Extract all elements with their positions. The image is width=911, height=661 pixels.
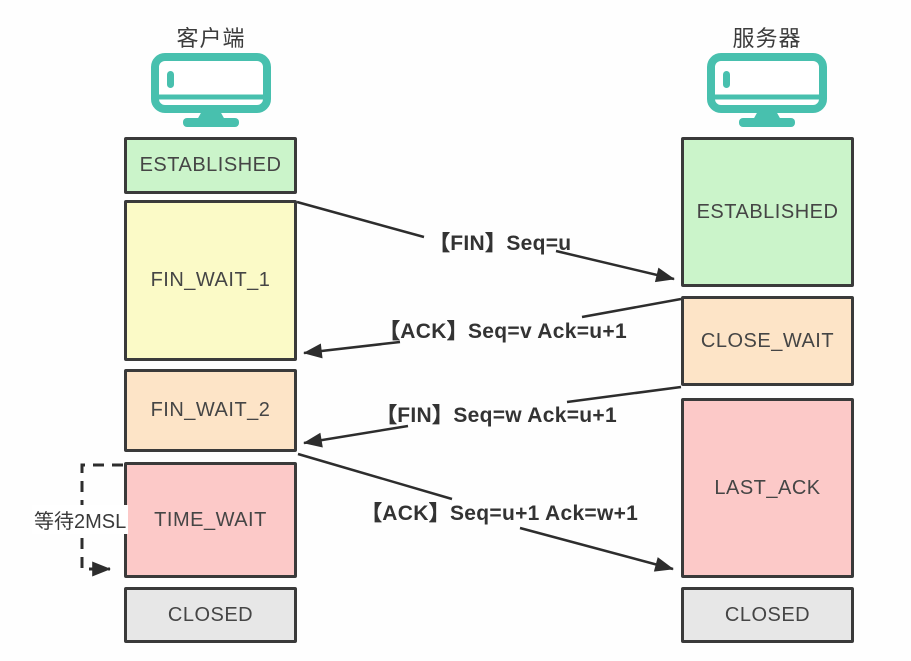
server-state-close-wait: CLOSE_WAIT xyxy=(681,296,854,386)
server-state-established: ESTABLISHED xyxy=(681,137,854,287)
message-fin-seq-w: 【FIN】Seq=w Ack=u+1 xyxy=(376,404,617,427)
client-state-closed: CLOSED xyxy=(124,587,297,643)
client-state-fin-wait-1: FIN_WAIT_1 xyxy=(124,200,297,361)
client-state-fin-wait-2: FIN_WAIT_2 xyxy=(124,369,297,452)
fin1-arrow-left-segment xyxy=(296,200,425,239)
client-state-established: ESTABLISHED xyxy=(124,137,297,194)
message-ack-seq-v: 【ACK】Seq=v Ack=u+1 xyxy=(379,320,627,343)
server-state-last-ack: LAST_ACK xyxy=(681,398,854,578)
server-title: 服务器 xyxy=(732,26,802,51)
client-title: 客户端 xyxy=(176,26,246,51)
client-monitor-icon xyxy=(151,53,271,127)
message-fin-seq-u: 【FIN】Seq=u xyxy=(429,232,572,255)
server-monitor-icon xyxy=(707,53,827,127)
ack2-arrow-left-segment xyxy=(297,452,453,501)
wait-2msl-label: 等待2MSL xyxy=(32,505,129,534)
client-state-time-wait: TIME_WAIT xyxy=(124,462,297,578)
message-ack-final: 【ACK】Seq=u+1 Ack=w+1 xyxy=(361,502,639,525)
ack2-arrow-head-segment xyxy=(519,526,674,572)
fin1-arrow-head-segment xyxy=(555,249,675,283)
server-state-closed: CLOSED xyxy=(681,587,854,643)
